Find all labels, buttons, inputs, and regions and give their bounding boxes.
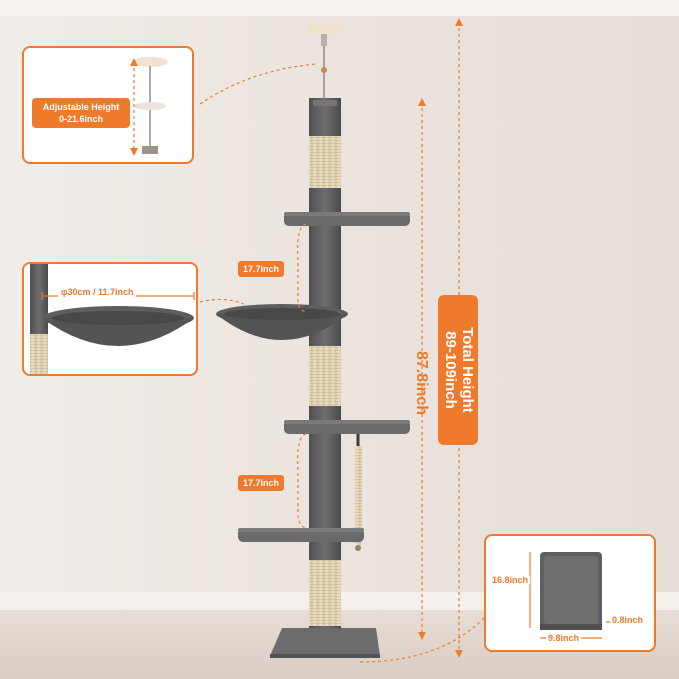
- total-height-title: Total Height: [459, 327, 476, 413]
- total-height-badge: Total Height 89-109inch: [438, 295, 478, 445]
- adjustable-height-range: 0-21.6inch: [58, 114, 104, 125]
- gap-upper-bracket: [297, 223, 307, 313]
- adjustable-height-badge: Adjustable Height 0-21.6inch: [32, 98, 130, 129]
- adjustable-height-callout: Adjustable Height 0-21.6inch: [22, 46, 194, 164]
- gap-lower-label: 17.7inch: [238, 475, 285, 491]
- platform-closeup: [529, 552, 610, 639]
- rope-toy: [355, 446, 362, 546]
- adjustable-rod-illustration: [130, 57, 168, 156]
- pole-height-label: 87.8inch: [413, 350, 430, 416]
- platform-thickness-label: 0.8inch: [610, 614, 646, 626]
- platform-width-label: 9.8inch: [546, 632, 582, 644]
- leader-platform: [359, 617, 485, 663]
- leader-adjustable: [199, 63, 317, 105]
- sisal-middle: [309, 346, 341, 406]
- ceiling-cap: [306, 24, 342, 34]
- hammock-closeup: [30, 264, 195, 374]
- base: [270, 628, 380, 656]
- hammock-diameter-label: φ30cm / 11.7inch: [58, 286, 137, 298]
- ceiling: [0, 0, 679, 16]
- sisal-upper: [309, 136, 341, 188]
- platform-length-label: 16.8inch: [490, 574, 531, 586]
- platform-callout: 16.8inch 0.8inch 9.8inch: [484, 534, 656, 652]
- total-height-range: 89-109inch: [441, 331, 459, 409]
- gap-lower-bracket: [297, 433, 307, 529]
- sisal-lower: [309, 560, 341, 626]
- gap-upper-label: 17.7inch: [238, 261, 285, 277]
- adjustable-height-title: Adjustable Height: [42, 102, 120, 112]
- hammock-callout: φ30cm / 11.7inch: [22, 262, 198, 376]
